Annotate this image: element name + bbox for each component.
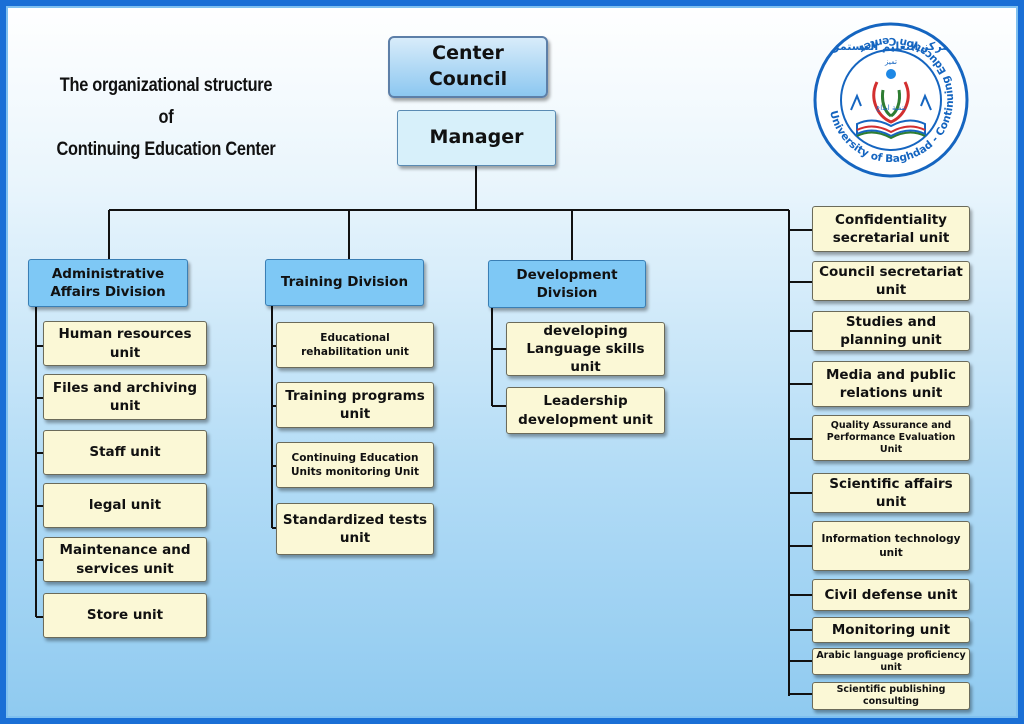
unit-leadership-development: Leadership development unit — [506, 387, 665, 434]
unit-civil-defense: Civil defense unit — [812, 579, 970, 611]
page-title-line-2: Continuing Education Center — [56, 139, 276, 160]
unit-monitoring: Monitoring unit — [812, 617, 970, 643]
division-training: Training Division — [265, 259, 424, 306]
unit-council-secretariat: Council secretariat unit — [812, 261, 970, 301]
logo-motto-bottom: تنمية ابداع — [876, 104, 906, 112]
unit-ceu-monitoring: Continuing Education Units monitoring Un… — [276, 442, 434, 488]
page-title: The organizational structure of Continui… — [54, 70, 278, 166]
unit-legal: legal unit — [43, 483, 207, 528]
unit-information-technology: Information technology unit — [812, 521, 970, 571]
unit-educational-rehabilitation: Educational rehabilitation unit — [276, 322, 434, 368]
unit-scientific-publishing: Scientific publishing consulting — [812, 682, 970, 710]
center-council-box: Center Council — [388, 36, 548, 98]
unit-quality-assurance: Quality Assurance and Performance Evalua… — [812, 415, 970, 461]
unit-maintenance-services: Maintenance and services unit — [43, 537, 207, 582]
unit-studies-planning: Studies and planning unit — [812, 311, 970, 351]
unit-staff: Staff unit — [43, 430, 207, 475]
unit-standardized-tests: Standardized tests unit — [276, 503, 434, 555]
division-administrative-affairs: Administrative Affairs Division — [28, 259, 188, 307]
unit-human-resources: Human resources unit — [43, 321, 207, 366]
page-title-line-1: The organizational structure of — [59, 75, 273, 128]
unit-arabic-proficiency: Arabic language proficiency unit — [812, 648, 970, 675]
logo-arabic-title: مركز التعليم المستمر — [832, 40, 949, 53]
division-development: Development Division — [488, 260, 646, 308]
unit-confidentiality-secretarial: Confidentiality secretarial unit — [812, 206, 970, 252]
unit-language-skills: developing Language skills unit — [506, 322, 665, 376]
manager-box: Manager — [397, 110, 556, 166]
connector-lines — [35, 166, 812, 696]
unit-media-public-relations: Media and public relations unit — [812, 361, 970, 407]
unit-files-archiving: Files and archiving unit — [43, 374, 207, 420]
unit-training-programs: Training programs unit — [276, 382, 434, 428]
unit-store: Store unit — [43, 593, 207, 638]
logo-motto-top: تميز — [884, 58, 897, 66]
center-logo-icon: University of Baghdad - Continuing Educa… — [813, 22, 969, 178]
unit-scientific-affairs: Scientific affairs unit — [812, 473, 970, 513]
